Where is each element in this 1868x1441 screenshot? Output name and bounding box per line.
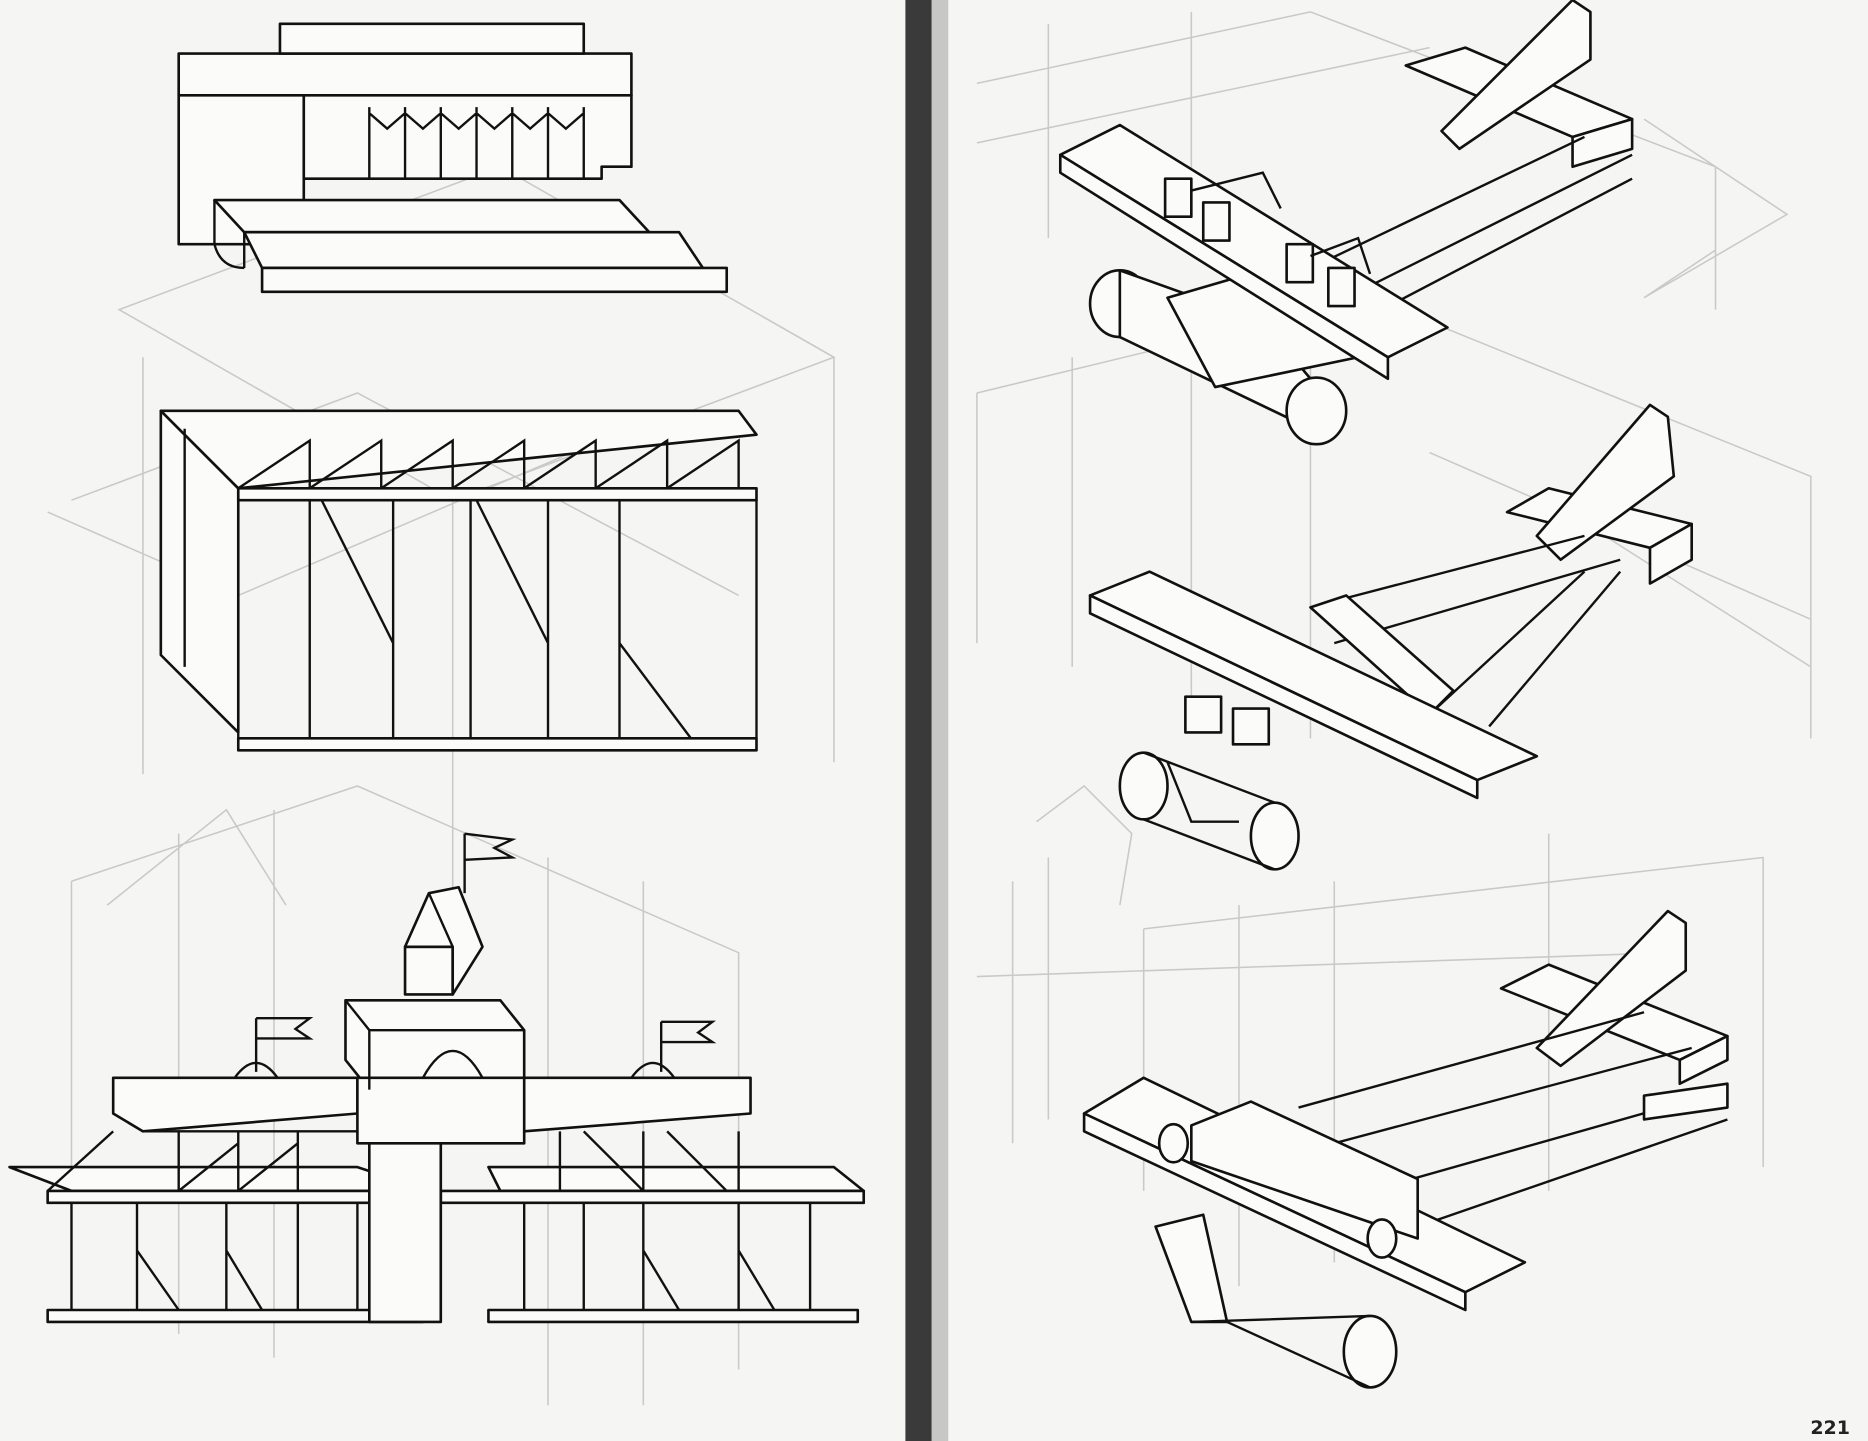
castle-with-flags bbox=[8, 832, 866, 1324]
stepped-block-building bbox=[177, 22, 729, 294]
airplane-model-1 bbox=[1058, 0, 1634, 446]
book-spine bbox=[905, 0, 932, 1441]
open-box-shelf-structure bbox=[159, 409, 758, 752]
spine-shadow bbox=[931, 0, 949, 1441]
page-number: 221 bbox=[1810, 1417, 1850, 1439]
airplane-model-3 bbox=[1082, 909, 1729, 1389]
airplane-model-2 bbox=[1088, 403, 1693, 871]
